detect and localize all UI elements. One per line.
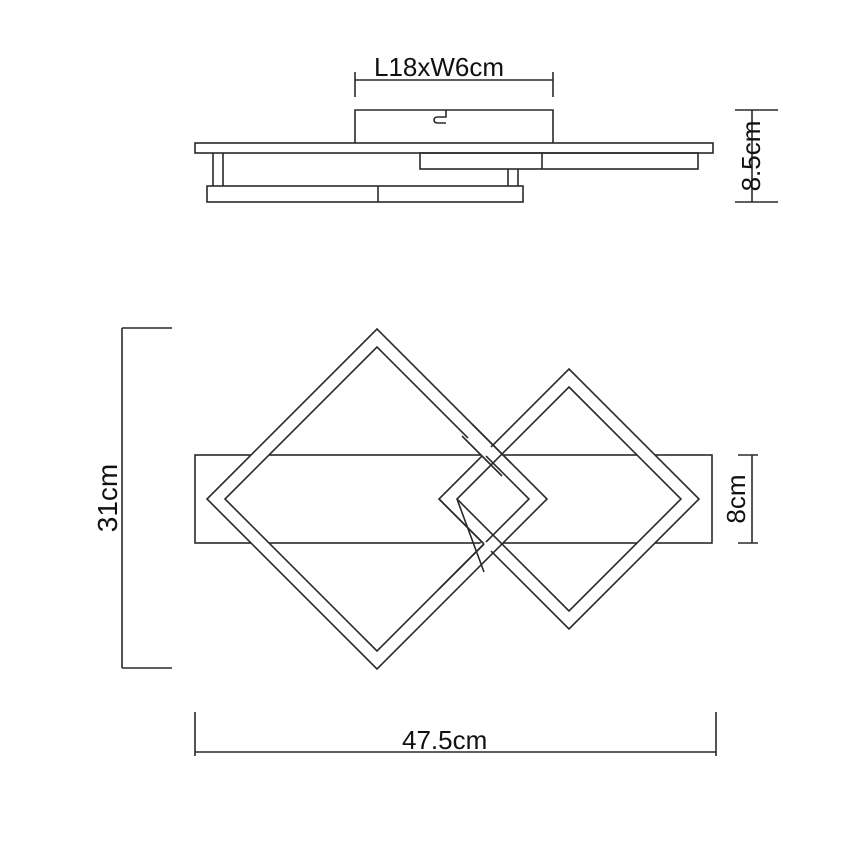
mounting-box [354, 109, 554, 143]
mount-dimension-line [354, 72, 554, 97]
bar-height-dimension-line [738, 454, 758, 544]
left-support-posts [212, 153, 224, 186]
right-support-posts [507, 169, 519, 186]
width-dimension-line [194, 712, 717, 756]
canopy-plate [194, 142, 714, 154]
depth-dimension-line [735, 109, 778, 203]
right-frame-bar [419, 152, 699, 170]
large-diamond-frame [205, 327, 549, 671]
interweave-top [461, 423, 512, 477]
small-diamond-frame [437, 367, 701, 631]
width-dimension-label: 47.5cm [402, 725, 488, 755]
front-view [121, 327, 758, 756]
bar-height-dimension-label: 8cm [721, 474, 751, 524]
center-bar [194, 454, 713, 544]
height-dimension-line [121, 327, 172, 669]
depth-dimension-label: 8.5cm [736, 120, 766, 192]
side-view [194, 72, 778, 203]
mount-dimension-label: L18xW6cm [374, 52, 505, 82]
left-frame-bar [206, 185, 524, 203]
frame-masks [207, 329, 699, 669]
height-dimension-label: 31cm [92, 463, 123, 533]
interweave-bottom [438, 498, 493, 590]
